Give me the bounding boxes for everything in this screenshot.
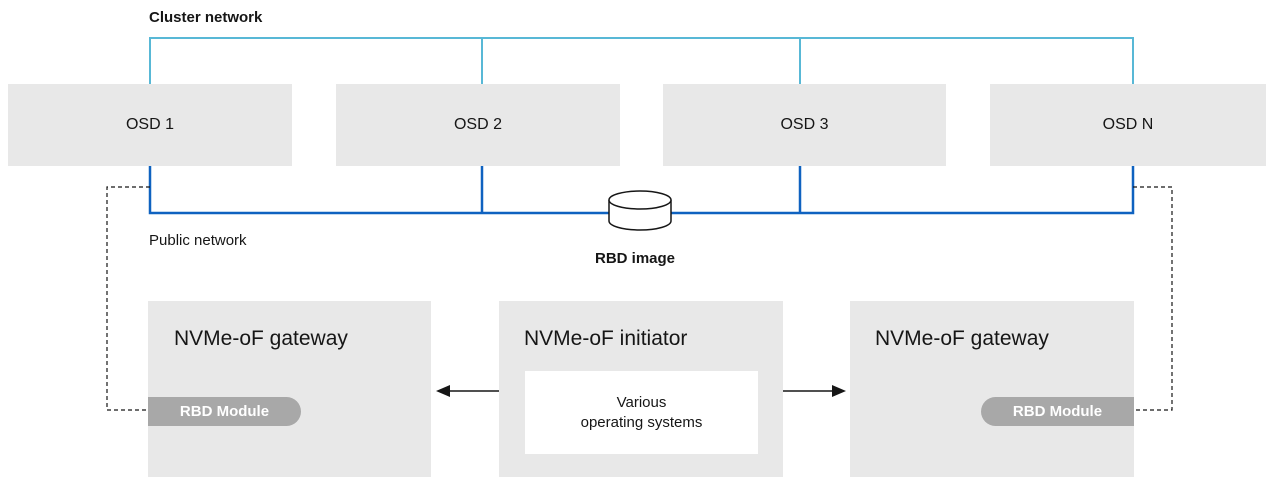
rbd-module-label: RBD Module	[1012, 403, 1103, 420]
osd-box-2: OSD 2	[336, 84, 620, 166]
osd-box-3: OSD 3	[663, 84, 946, 166]
gateway-title: NVMe-oF gateway	[875, 327, 1049, 350]
public-network-label: Public network	[149, 232, 247, 249]
gateway-title: NVMe-oF gateway	[174, 327, 348, 350]
osd-box-n: OSD N	[990, 84, 1266, 166]
cluster-network-label: Cluster network	[149, 9, 263, 26]
operating-systems-line2: operating systems	[580, 413, 703, 431]
operating-systems-line1: Various	[616, 393, 667, 411]
osd-box-1: OSD 1	[8, 84, 292, 166]
osd-label: OSD 1	[125, 116, 174, 133]
initiator-title: NVMe-oF initiator	[524, 327, 688, 350]
rbd-module-badge: RBD Module	[148, 397, 301, 426]
rbd-module-label: RBD Module	[179, 403, 270, 420]
osd-label: OSD 3	[780, 116, 829, 133]
gateway-panel-left: NVMe-oF gateway RBD Module	[148, 301, 431, 477]
initiator-panel: NVMe-oF initiator Various operating syst…	[499, 301, 783, 477]
rbd-image-label: RBD image	[595, 250, 676, 267]
osd-label: OSD 2	[453, 116, 502, 133]
disk-icon	[608, 190, 672, 231]
gateway-dashed-links	[106, 186, 1173, 411]
cluster-network-lines	[149, 37, 1134, 84]
gateway-panel-right: NVMe-oF gateway RBD Module	[850, 301, 1134, 477]
arrow-to-left-gateway	[436, 385, 500, 397]
osd-label: OSD N	[1102, 116, 1154, 133]
rbd-module-badge: RBD Module	[981, 397, 1134, 426]
arrow-to-right-gateway	[782, 385, 846, 397]
operating-systems-box: Various operating systems	[525, 371, 758, 454]
